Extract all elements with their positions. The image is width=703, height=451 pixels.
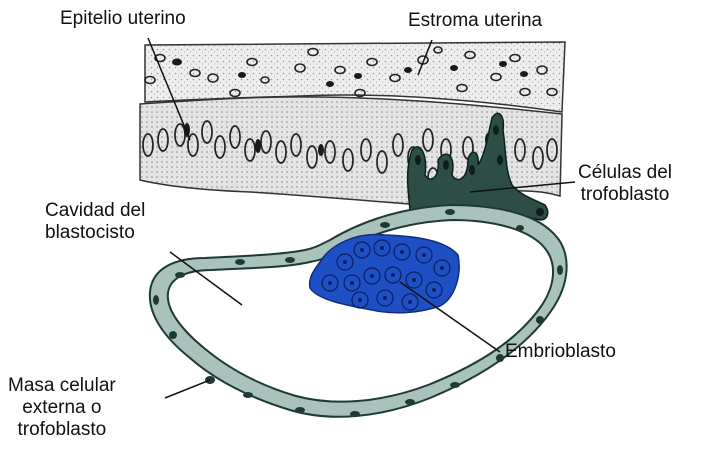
label-line: trofoblasto xyxy=(578,184,672,206)
label-line: Masa celular xyxy=(8,375,116,397)
label-embrioblasto: Embrioblasto xyxy=(505,341,616,363)
label-line: Cavidad del xyxy=(45,200,145,222)
label-line: trofoblasto xyxy=(8,419,116,441)
label-masa-celular-externa: Masa celular externa o trofoblasto xyxy=(8,375,116,441)
label-line: externa o xyxy=(8,397,116,419)
label-cavidad-del-blastocisto: Cavidad del blastocisto xyxy=(45,200,145,244)
label-estroma-uterina: Estroma uterina xyxy=(408,10,542,32)
label-line: Células del xyxy=(578,162,672,184)
label-epitelio-uterino: Epitelio uterino xyxy=(60,8,186,30)
label-celulas-del-trofoblasto: Células del trofoblasto xyxy=(578,162,672,206)
label-line: blastocisto xyxy=(45,222,145,244)
leader-masa xyxy=(165,380,210,398)
